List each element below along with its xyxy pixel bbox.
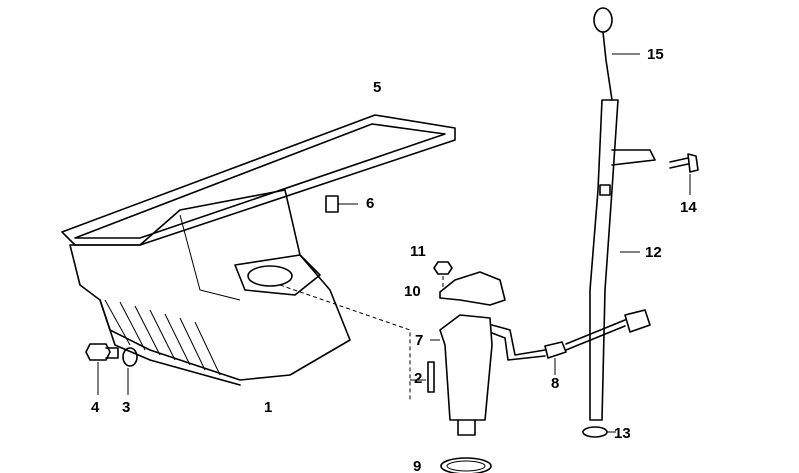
callout-4: 4	[91, 399, 100, 416]
callout-15: 15	[647, 46, 664, 63]
callout-5: 5	[373, 79, 382, 96]
callout-12: 12	[645, 244, 662, 261]
gasket-drawing	[61, 114, 456, 246]
callout-13: 13	[614, 425, 631, 442]
bolt-6-drawing	[325, 195, 358, 213]
drain-plug-drawing	[85, 343, 138, 395]
bolt-14-drawing	[669, 153, 699, 195]
callout-2: 2	[414, 370, 423, 387]
dipstick-tube-drawing	[582, 99, 656, 438]
oil-level-sensor-drawing	[430, 309, 651, 436]
o-ring-9-drawing	[440, 457, 492, 473]
callout-8: 8	[551, 375, 560, 392]
stud-drawing	[410, 361, 435, 393]
callout-11: 11	[410, 243, 426, 260]
callout-9: 9	[413, 458, 422, 473]
callout-1: 1	[264, 399, 273, 416]
callout-14: 14	[680, 199, 697, 216]
sensor-cover-drawing	[433, 261, 506, 306]
callout-7: 7	[415, 332, 424, 349]
callout-6: 6	[366, 195, 375, 212]
dipstick-drawing	[593, 7, 640, 101]
callout-10: 10	[404, 283, 421, 300]
callout-3: 3	[122, 399, 131, 416]
oil-pan-drawing	[69, 189, 411, 400]
